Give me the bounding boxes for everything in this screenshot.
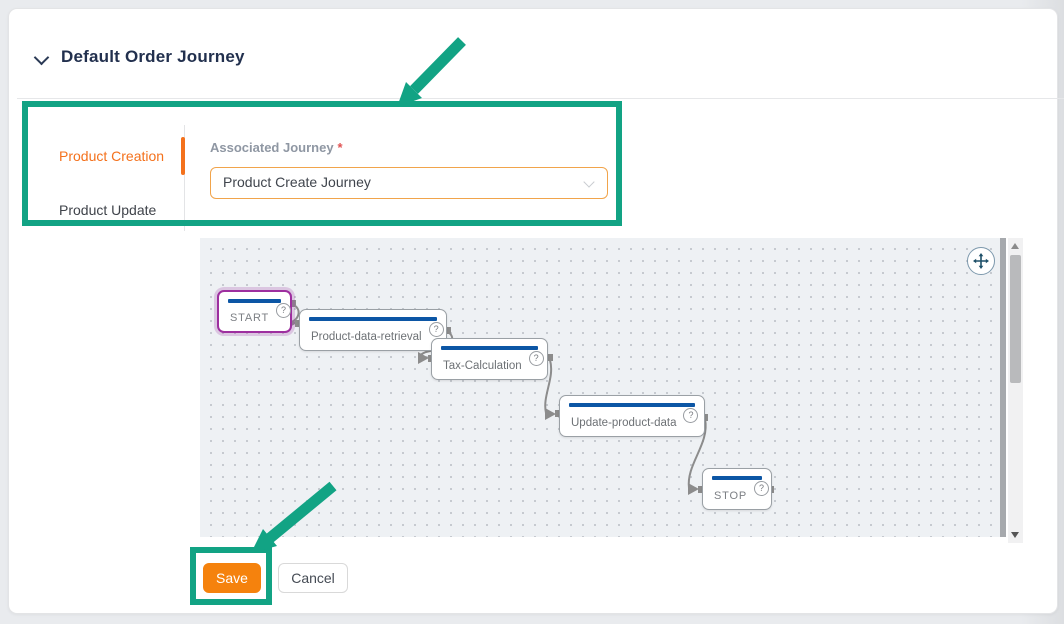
journey-flow-canvas[interactable]: START? Product-data-retrieval? Tax-Calcu… [200, 238, 1000, 537]
header-divider [17, 98, 1064, 99]
help-icon[interactable]: ? [753, 481, 769, 496]
pan-canvas-button[interactable] [967, 247, 995, 275]
node-stop[interactable]: STOP? [702, 468, 772, 510]
help-icon[interactable]: ? [528, 351, 544, 366]
select-value: Product Create Journey [223, 174, 371, 190]
node-product-data-retrieval[interactable]: Product-data-retrieval? [299, 309, 447, 351]
canvas-inner-scrollbar [1000, 238, 1006, 537]
cancel-button[interactable]: Cancel [278, 563, 348, 593]
node-accent-bar [569, 403, 695, 407]
node-update-product-data[interactable]: Update-product-data? [559, 395, 705, 437]
node-label: Product-data-retrieval [311, 331, 422, 343]
page-title: Default Order Journey [61, 47, 245, 66]
scrollbar-thumb[interactable] [1010, 255, 1021, 383]
node-label: Update-product-data [571, 417, 677, 429]
help-icon[interactable]: ? [428, 322, 444, 337]
node-label: Tax-Calculation [443, 360, 522, 372]
node-tax-calculation[interactable]: Tax-Calculation? [431, 338, 548, 380]
arrowhead-icon [545, 408, 556, 420]
node-start[interactable]: START? [217, 290, 292, 333]
active-tab-indicator [181, 137, 185, 175]
node-accent-bar [309, 317, 437, 321]
scroll-down-icon[interactable] [1011, 532, 1019, 538]
arrowhead-icon [418, 352, 429, 364]
node-accent-bar [441, 346, 538, 350]
flow-connections [286, 300, 774, 495]
tab-product-update[interactable]: Product Update [59, 202, 157, 218]
help-icon[interactable]: ? [276, 303, 292, 318]
label-text: Associated Journey [210, 140, 334, 155]
required-asterisk: * [337, 140, 343, 155]
vertical-scrollbar[interactable] [1008, 238, 1023, 543]
tab-rail-divider [184, 125, 185, 231]
scroll-up-icon[interactable] [1011, 243, 1019, 249]
associated-journey-select[interactable]: Product Create Journey [210, 167, 608, 199]
arrowhead-icon [688, 483, 699, 495]
node-accent-bar [228, 299, 281, 303]
save-button[interactable]: Save [203, 563, 261, 593]
associated-journey-label: Associated Journey* [210, 140, 343, 155]
node-label: START [230, 312, 270, 324]
collapse-chevron-down-icon[interactable] [33, 49, 50, 66]
chevron-down-icon [583, 176, 595, 188]
move-icon [973, 253, 989, 269]
node-label: STOP [714, 490, 747, 502]
tab-product-creation[interactable]: Product Creation [59, 148, 165, 164]
node-accent-bar [712, 476, 762, 480]
help-icon[interactable]: ? [683, 408, 699, 423]
